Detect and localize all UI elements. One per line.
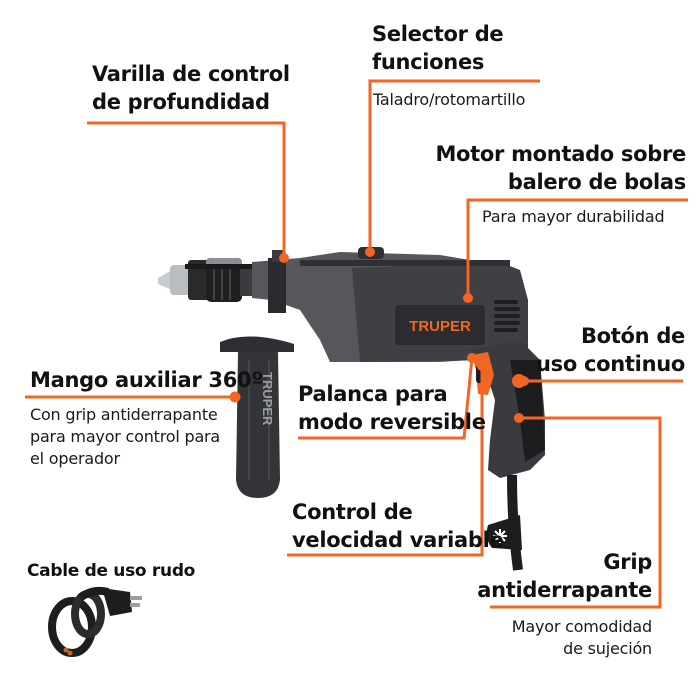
- mango-callout-title: Mango auxiliar 360º: [30, 368, 263, 392]
- selector-subtitle: Taladro/rotomartillo: [373, 90, 526, 109]
- callout-lines: [25, 79, 688, 609]
- mango-subtitle: Con grip antiderrapante para mayor contr…: [30, 404, 220, 470]
- handle-logo: TRUPER: [260, 372, 275, 426]
- mango-subtitle-line2: para mayor control para: [30, 427, 221, 446]
- grip-subtitle: Mayor comodidad de sujeción: [512, 616, 652, 660]
- grip-title-line2: antiderrapante: [477, 578, 652, 602]
- control-line: [287, 366, 484, 557]
- palanca-callout-title: Palanca para modo reversible: [298, 380, 486, 436]
- control-title-line2: velocidad variable: [292, 528, 504, 552]
- motor-title-line2: balero de bolas: [507, 170, 686, 194]
- grip-title-line1: Grip: [603, 550, 652, 574]
- varilla-title-line1: Varilla de control: [92, 62, 290, 86]
- palanca-title-line2: modo reversible: [298, 410, 486, 434]
- varilla-title-line2: de profundidad: [92, 90, 270, 114]
- mango-subtitle-line3: el operador: [30, 449, 120, 468]
- callout-dots: [229, 247, 529, 423]
- logo-panel: [395, 305, 485, 345]
- boton-callout-title: Botón de uso continuo: [536, 322, 685, 378]
- grip-callout-title: Grip antiderrapante: [477, 548, 652, 604]
- auxiliary-handle-icon: TRUPER: [220, 250, 294, 498]
- control-title-line1: Control de: [292, 500, 413, 524]
- selector-line: [368, 79, 540, 250]
- mango-subtitle-line1: Con grip antiderrapante: [30, 405, 218, 424]
- boton-title-line1: Botón de: [580, 324, 685, 348]
- boton-title-line2: uso continuo: [536, 352, 685, 376]
- control-callout-title: Control de velocidad variable: [292, 498, 504, 554]
- grip-line: [490, 416, 662, 609]
- varilla-callout-title: Varilla de control de profundidad: [92, 60, 290, 116]
- selector-title-line2: funciones: [372, 50, 485, 74]
- varilla-line: [87, 121, 286, 256]
- vents: [494, 300, 520, 332]
- grip-subtitle-line1: Mayor comodidad: [511, 617, 652, 636]
- power-cable-plug-icon: [48, 586, 142, 657]
- motor-subtitle: Para mayor durabilidad: [482, 207, 665, 226]
- grip-subtitle-line2: de sujeción: [563, 639, 652, 658]
- motor-title-line1: Motor montado sobre: [435, 142, 686, 166]
- starburst-icon: [493, 529, 507, 543]
- brand-logo: TRUPER: [409, 318, 471, 335]
- motor-line: [466, 198, 688, 298]
- selector-callout-title: Selector de funciones: [372, 20, 504, 76]
- palanca-title-line1: Palanca para: [298, 382, 448, 406]
- selector-title-line1: Selector de: [372, 22, 504, 46]
- cable-callout-title: Cable de uso rudo: [27, 561, 196, 581]
- palanca-line: [298, 357, 474, 440]
- motor-callout-title: Motor montado sobre balero de bolas: [435, 140, 686, 196]
